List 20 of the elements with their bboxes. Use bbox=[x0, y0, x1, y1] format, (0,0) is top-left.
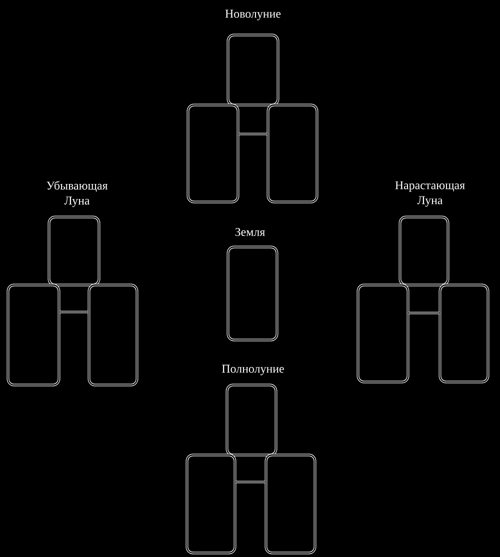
connector-line bbox=[234, 480, 266, 484]
phone-box bbox=[226, 34, 280, 106]
connector-line bbox=[408, 312, 440, 314]
group-heading: Полнолуние bbox=[222, 364, 284, 376]
phone-box bbox=[356, 284, 410, 384]
phone-box bbox=[6, 284, 60, 386]
phone-box bbox=[186, 104, 240, 204]
phone-box bbox=[186, 454, 236, 554]
group-heading: Земля bbox=[235, 228, 265, 236]
connector-line bbox=[238, 132, 268, 136]
phone-box bbox=[48, 216, 100, 286]
phone-box bbox=[438, 284, 490, 384]
phone-box bbox=[226, 246, 278, 342]
phone-box bbox=[88, 284, 138, 386]
phone-box bbox=[398, 216, 450, 286]
group-heading: Новолуние bbox=[225, 10, 281, 20]
connector-line bbox=[58, 310, 90, 314]
phone-box bbox=[266, 104, 318, 204]
phone-box bbox=[226, 384, 278, 456]
phone-box bbox=[264, 454, 316, 554]
